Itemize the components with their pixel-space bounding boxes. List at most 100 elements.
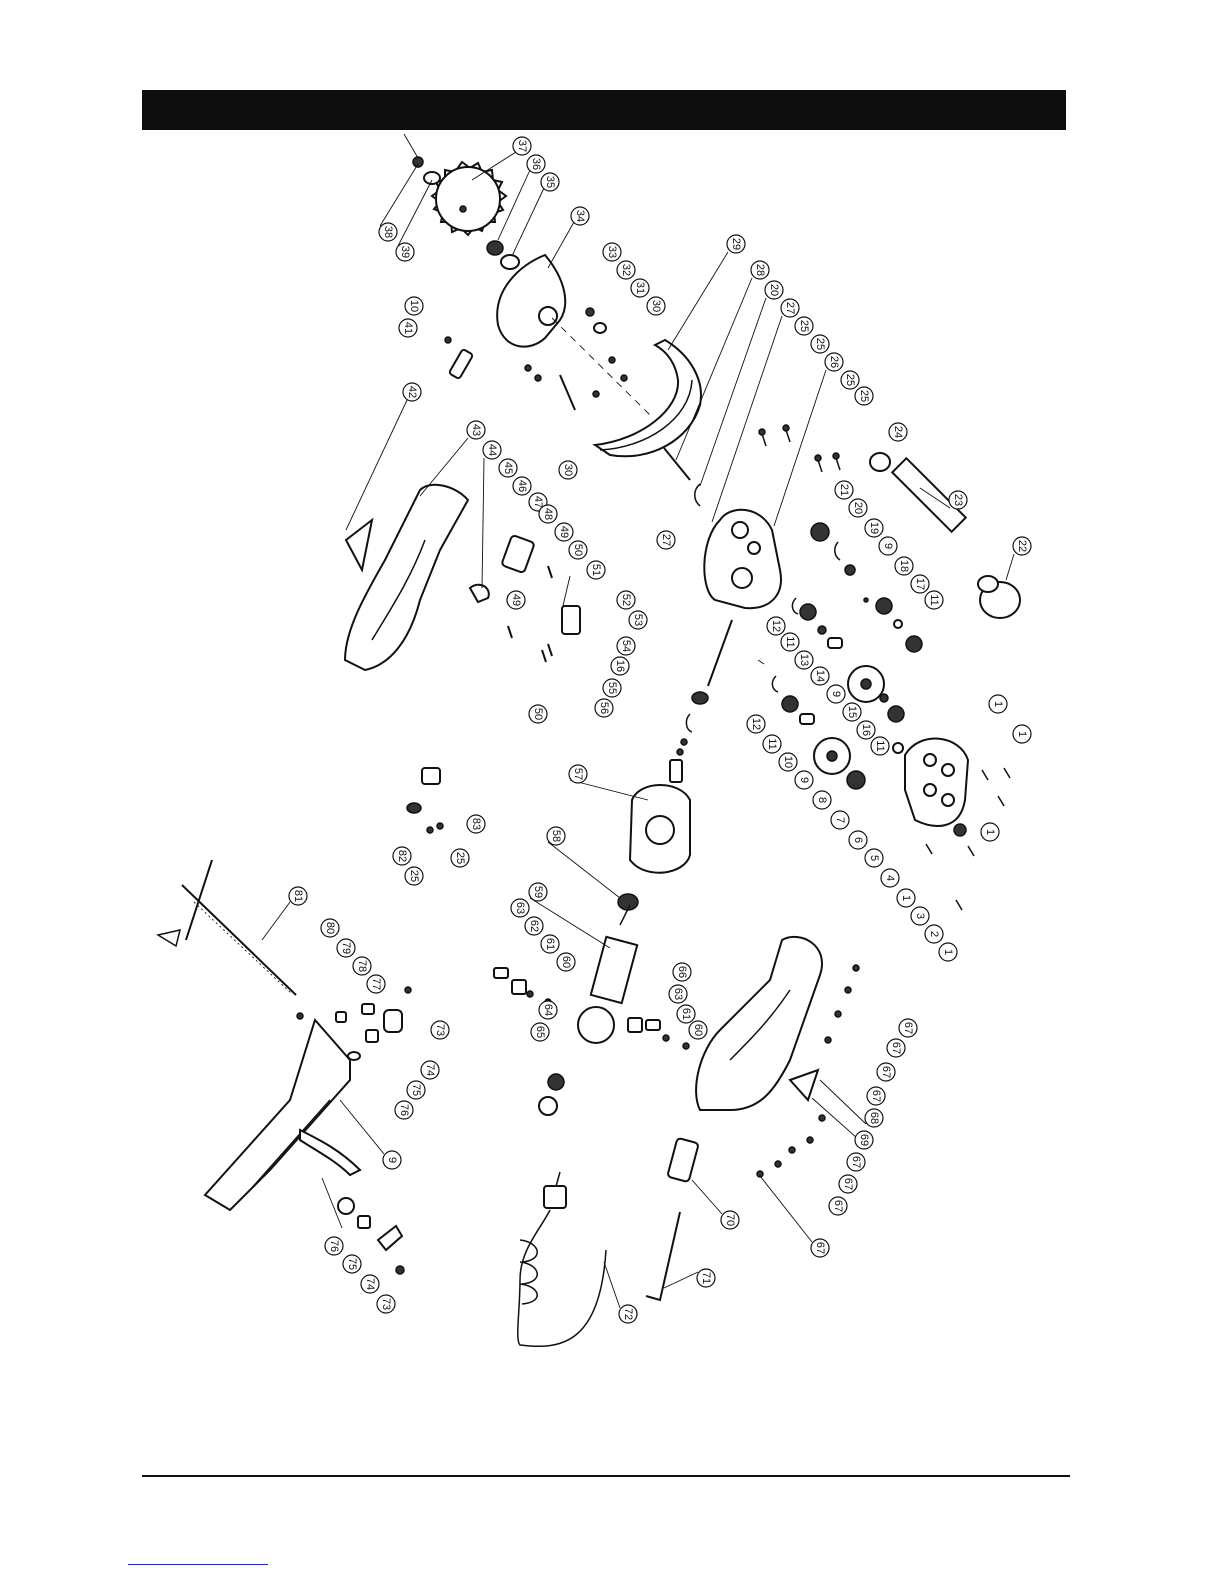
callout-label: 67: [880, 1066, 892, 1078]
link-underline[interactable]: [128, 1564, 268, 1565]
callout-circle: [848, 498, 868, 518]
callout-label: 42: [406, 386, 418, 398]
callout-circle: [392, 846, 412, 866]
callout-label: 64: [542, 1004, 554, 1016]
part-callout: 34: [570, 206, 590, 226]
part-callout: 69: [854, 1130, 874, 1150]
callout-circle: [828, 1196, 848, 1216]
callout-circle: [656, 530, 676, 550]
part-callout: 65: [530, 1022, 550, 1042]
part-callout: 59: [528, 882, 548, 902]
part-callout: 17: [910, 574, 930, 594]
part-callout: 16: [856, 720, 876, 740]
callout-label: 49: [510, 594, 522, 606]
callout-circle: [830, 810, 850, 830]
part-callout: 1: [896, 888, 916, 908]
callout-circle: [568, 540, 588, 560]
callout-circle: [554, 522, 574, 542]
callout-circle: [594, 698, 614, 718]
callout-label: 62: [528, 920, 540, 932]
callout-circle: [342, 1254, 362, 1274]
callout-circle: [394, 1100, 414, 1120]
callout-label: 71: [700, 1272, 712, 1284]
callout-label: 20: [768, 284, 780, 296]
callout-circle: [512, 136, 532, 156]
gearbox-screws: [758, 424, 841, 473]
dust-tube: [869, 452, 1021, 619]
callout-circle: [558, 460, 578, 480]
part-callout: 66: [672, 962, 692, 982]
callout-label: 52: [620, 594, 632, 606]
callout-label: 16: [614, 660, 626, 672]
callout-circle: [538, 1000, 558, 1020]
callout-circle: [794, 316, 814, 336]
callout-label: 9: [386, 1157, 398, 1163]
callout-label: 36: [530, 158, 542, 170]
callout-circle: [618, 1304, 638, 1324]
callout-circle: [948, 490, 968, 510]
part-callout: 67: [828, 1196, 848, 1216]
spindle-shaft: [663, 447, 701, 507]
part-callout: 67: [876, 1062, 896, 1082]
part-callout: 10: [778, 752, 798, 772]
callout-label: 25: [858, 390, 870, 402]
callout-label: 53: [632, 614, 644, 626]
part-callout: 75: [406, 1080, 426, 1100]
callout-label: 50: [532, 708, 544, 720]
callout-circle: [450, 848, 470, 868]
callout-circle: [324, 1236, 344, 1256]
callout-label: 73: [380, 1298, 392, 1310]
callout-label: 67: [890, 1042, 902, 1054]
callout-circle: [512, 476, 532, 496]
part-callout: 41: [398, 318, 418, 338]
callout-circle: [668, 984, 688, 1004]
part-callout: 50: [568, 540, 588, 560]
callout-circle: [528, 882, 548, 902]
part-callout: 37: [512, 136, 532, 156]
callout-circle: [366, 974, 386, 994]
part-callout: 32: [616, 260, 636, 280]
part-callout: 29: [726, 234, 746, 254]
callout-circle: [616, 260, 636, 280]
part-callout: 1: [938, 942, 958, 962]
part-callout: 43: [466, 420, 486, 440]
callout-label: 1: [992, 701, 1004, 707]
callout-circle: [524, 916, 544, 936]
callout-label: 80: [324, 922, 336, 934]
callout-circle: [696, 1268, 716, 1288]
part-callout: 25: [794, 316, 814, 336]
leader-lines: [261, 151, 1015, 1309]
part-callout: 82: [392, 846, 412, 866]
callout-label: 77: [370, 978, 382, 990]
callout-label: 67: [832, 1200, 844, 1212]
part-callout: 12: [746, 714, 766, 734]
callout-label: 26: [828, 356, 840, 368]
callout-circle: [602, 242, 622, 262]
callout-label: 55: [606, 682, 618, 694]
callout-circle: [778, 752, 798, 772]
callout-label: 9: [798, 777, 810, 783]
part-callout: 42: [402, 382, 422, 402]
callout-label: 46: [516, 480, 528, 492]
saw-blade: [430, 160, 508, 237]
callout-label: 10: [782, 756, 794, 768]
callout-label: 34: [574, 210, 586, 222]
callout-label: 59: [532, 886, 544, 898]
part-callout: 60: [688, 1020, 708, 1040]
callout-circle: [894, 556, 914, 576]
callout-label: 63: [514, 902, 526, 914]
callout-label: 68: [868, 1112, 880, 1124]
part-callout: 48: [538, 504, 558, 524]
switch-parts: [468, 534, 581, 663]
callout-label: 9: [882, 543, 894, 549]
callout-label: 41: [402, 322, 414, 334]
rip-fence: [156, 859, 297, 996]
callout-label: 61: [680, 1008, 692, 1020]
part-callout: 52: [616, 590, 636, 610]
part-callout: 1: [980, 822, 1000, 842]
callout-circle: [602, 678, 622, 698]
callout-circle: [382, 1150, 402, 1170]
callout-label: 25: [844, 374, 856, 386]
callout-label: 30: [562, 464, 574, 476]
part-callout: 61: [540, 934, 560, 954]
